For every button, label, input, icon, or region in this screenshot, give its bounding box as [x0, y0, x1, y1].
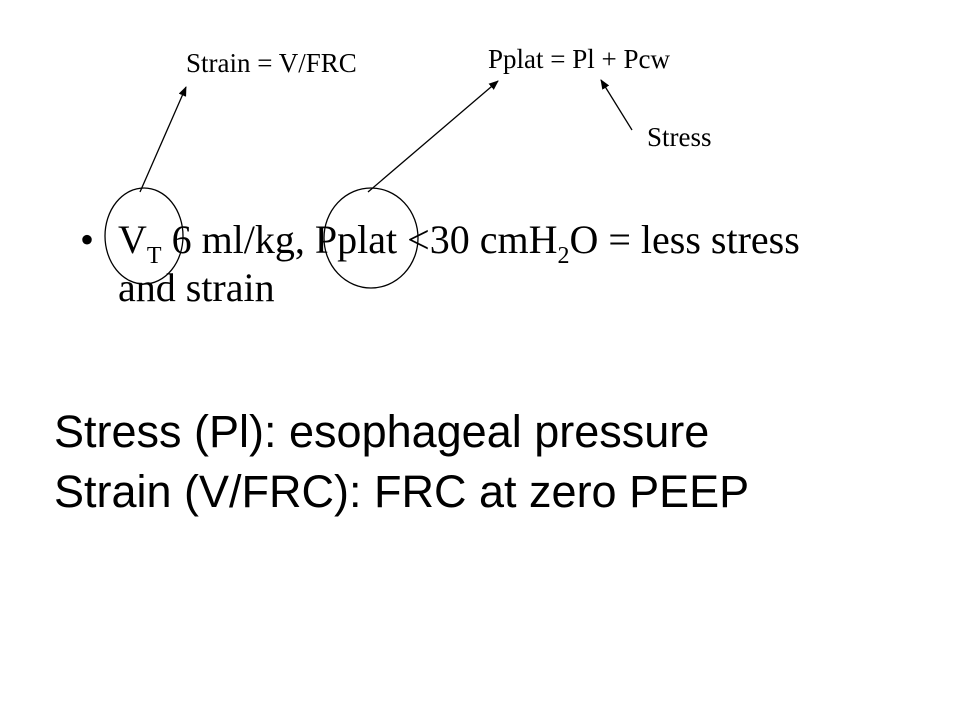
summary: Stress (Pl): esophageal pressure Strain … [54, 402, 749, 522]
stress-arrow [600, 79, 633, 131]
tidal-volume-text: 6 ml/kg, [161, 217, 315, 262]
pressure-text: <30 cmH [397, 217, 558, 262]
summary-stress-line: Stress (Pl): esophageal pressure [54, 406, 710, 457]
strain-arrow [139, 86, 187, 193]
bullet-marker: • [80, 217, 95, 262]
h2o-subscript: 2 [557, 243, 570, 269]
pplat-term: Pplat [314, 217, 398, 262]
bullet-line-2: and strain [118, 265, 275, 310]
bullet-line-1: VT 6 ml/kg, Pplat <30 cmH2O = less stres… [118, 216, 800, 270]
stress-label: Stress [647, 122, 712, 152]
pplat-arrow [367, 80, 499, 193]
strain-formula: Strain = V/FRC [186, 48, 357, 78]
vt-symbol: V [118, 217, 147, 262]
summary-strain-line: Strain (V/FRC): FRC at zero PEEP [54, 466, 750, 517]
less-stress-text: O = less stress [569, 217, 800, 262]
pplat-formula: Pplat = Pl + Pcw [488, 44, 670, 74]
